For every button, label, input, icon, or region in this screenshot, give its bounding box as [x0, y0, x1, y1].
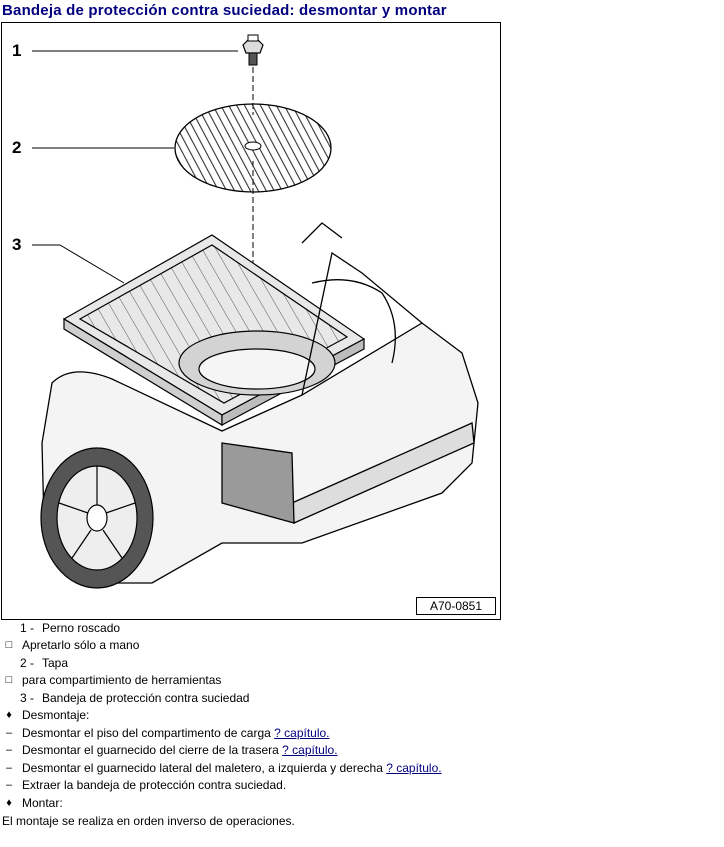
tool-compartment-cover-icon [174, 103, 332, 193]
diamond-bullet-icon: ♦ [6, 709, 12, 721]
step-text: Desmontar el guarnecido del cierre de la… [22, 743, 279, 757]
square-bullet-icon: □ [5, 674, 13, 686]
step-text: Desmontar el piso del compartimento de c… [22, 726, 271, 740]
dash-bullet-icon: – [5, 779, 13, 791]
callout-3: 3 [12, 235, 22, 254]
chapter-link[interactable]: ? capítulo. [282, 743, 338, 757]
threaded-bolt-icon [242, 34, 264, 66]
rear-wheel-icon [40, 447, 154, 589]
removal-step-text: Desmontar el piso del compartimento de c… [22, 725, 330, 742]
trunk-illustration [32, 34, 479, 589]
square-bullet-icon: □ [5, 639, 13, 651]
callout-1: 1 [12, 41, 22, 60]
exploded-view-illustration: 1 2 3 A70-0851 [1, 22, 501, 620]
chapter-link[interactable]: ? capítulo. [274, 726, 330, 740]
page-title: Bandeja de protección contra suciedad: d… [2, 2, 447, 19]
removal-title: Desmontaje: [22, 708, 90, 722]
legend-item-number: 3 - [20, 691, 35, 705]
removal-step-text: Desmontar el guarnecido lateral del male… [22, 760, 442, 777]
removal-step-text: Desmontar el guarnecido del cierre de la… [22, 742, 338, 759]
diamond-bullet-icon: ♦ [6, 797, 12, 809]
removal-step-text: Extraer la bandeja de protección contra … [22, 778, 287, 792]
legend-item-label: Perno roscado [42, 621, 121, 635]
install-title: Montar: [22, 796, 63, 810]
legend-item-label: Bandeja de protección contra suciedad [42, 691, 250, 705]
legend-item-number: 1 - [20, 621, 35, 635]
dash-bullet-icon: – [5, 744, 13, 756]
callout-2: 2 [12, 138, 22, 157]
dash-bullet-icon: – [5, 762, 13, 774]
dirt-protection-tray-icon [62, 234, 366, 427]
legend-item-label: Tapa [42, 656, 69, 670]
legend-item-number: 2 - [20, 656, 35, 670]
chapter-link[interactable]: ? capítulo. [386, 761, 442, 775]
legend-note-text: para compartimiento de herramientas [22, 673, 222, 687]
legend-note-text: Apretarlo sólo a mano [22, 638, 140, 652]
step-text: Desmontar el guarnecido lateral del male… [22, 761, 383, 775]
install-instruction: El montaje se realiza en orden inverso d… [2, 814, 295, 828]
dash-bullet-icon: – [5, 727, 13, 739]
leader-line-3 [32, 244, 125, 284]
figure-reference-code: A70-0851 [416, 597, 496, 615]
